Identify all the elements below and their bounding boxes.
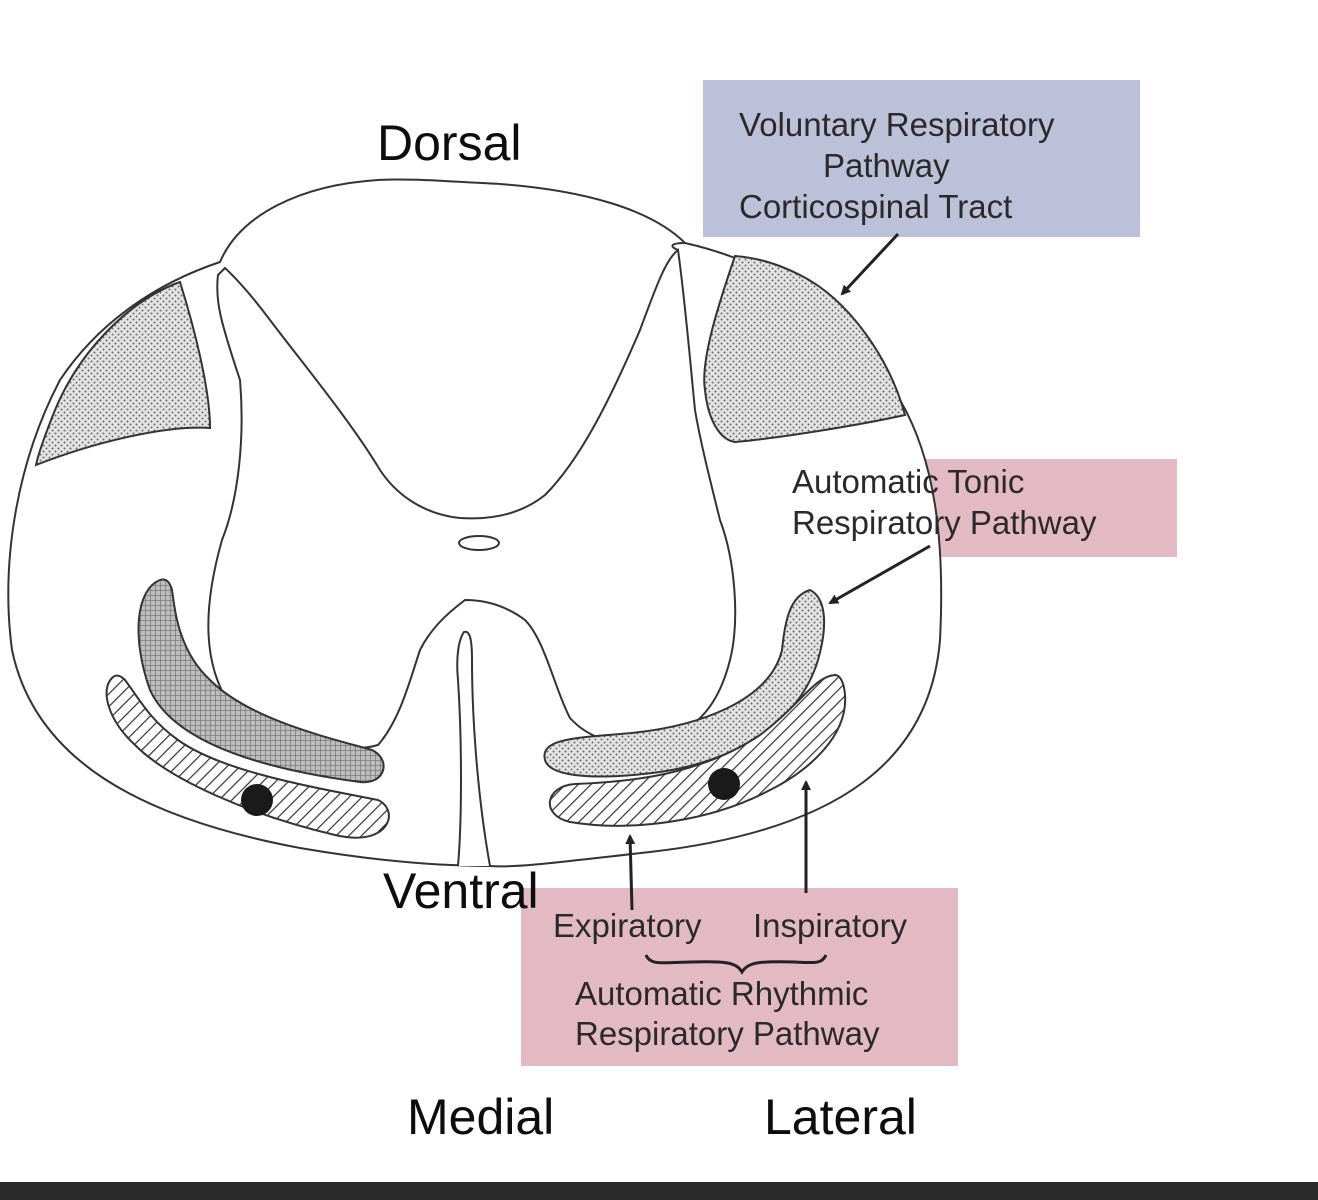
medial-label: Medial [407,1089,555,1145]
brace [644,954,828,975]
ventral-median-fissure [456,630,491,867]
left-rhythmic-tract [105,674,390,839]
tonic-line-1: Automatic Tonic [792,463,1025,500]
tonic-line-2: Respiratory Pathway [792,504,1097,541]
right-lateral-corticospinal-region [703,254,907,444]
bottom-bar [0,1182,1318,1200]
lateral-label: Lateral [764,1089,917,1145]
central-canal [458,535,500,551]
voluntary-line-3: Corticospinal Tract [739,188,1013,225]
rhythmic-pathway-callout [521,888,958,1066]
rhythmic-line-2: Respiratory Pathway [575,1015,880,1052]
expiratory-arrow [625,834,636,911]
rhythmic-line-1: Automatic Rhythmic [575,975,869,1012]
tonic-arrow [828,544,931,605]
expiratory-label: Expiratory [553,907,702,944]
voluntary-arrow [840,232,900,296]
voluntary-line-2: Pathway [823,147,950,184]
right-rhythmic-tract [549,673,847,827]
left-motor-neuron-dot [241,784,273,816]
voluntary-pathway-callout [703,80,1140,237]
inspiratory-label: Inspiratory [753,907,908,944]
left-lateral-corticospinal-region [34,280,212,467]
left-tonic-tract [137,578,385,784]
right-motor-neuron-dot [708,768,740,800]
right-tonic-tract [543,588,826,778]
dorsal-label: Dorsal [377,115,522,171]
ventral-label: Ventral [383,863,539,919]
voluntary-line-1: Voluntary Respiratory [739,106,1055,143]
